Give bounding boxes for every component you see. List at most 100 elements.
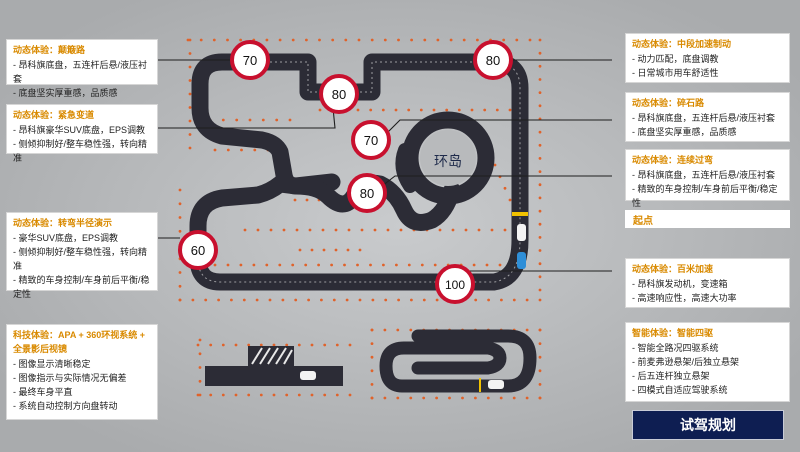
cone-60	[230, 298, 233, 302]
cone-202	[499, 396, 503, 400]
callout-item: - 昂科旗底盘，五连杆后悬/液压衬套	[632, 113, 775, 123]
cone-154	[356, 263, 359, 267]
cone-146	[252, 263, 256, 267]
cone-132	[373, 228, 377, 232]
cone-127	[308, 228, 312, 232]
cone-25	[515, 38, 519, 42]
cone-244	[198, 338, 202, 342]
cone-44	[538, 143, 542, 147]
cone-209	[370, 369, 374, 373]
cone-144	[226, 263, 230, 267]
cone-235	[247, 393, 251, 397]
cone-216	[538, 383, 542, 386]
cone-234	[234, 393, 238, 397]
cone-48	[538, 196, 542, 200]
cone-224	[272, 343, 276, 347]
cone-117	[457, 108, 461, 112]
callout-item: - 底盘坚实厚重感，品质感	[632, 127, 737, 137]
cones	[178, 38, 542, 400]
callout-item: - 侧倾抑制好/整车稳性强，转向精准	[13, 139, 147, 163]
cone-37	[538, 51, 542, 55]
cone-167	[305, 198, 309, 202]
cone-130	[347, 228, 351, 232]
cone-109	[356, 108, 360, 112]
cone-4	[239, 38, 243, 42]
cone-30	[188, 79, 192, 82]
cone-96	[240, 148, 243, 152]
parking-lane	[205, 366, 343, 386]
cone-128	[321, 228, 325, 232]
svg-text:100: 100	[445, 278, 465, 292]
car-parking	[300, 371, 316, 380]
cone-222	[247, 343, 251, 347]
cone-210	[370, 383, 374, 386]
cone-2	[212, 38, 216, 42]
cone-208	[370, 355, 374, 359]
cone-230	[348, 343, 352, 347]
callout-item: - 昂科旗豪华SUV底盘，EPS调教	[13, 125, 146, 135]
cone-93	[178, 298, 182, 302]
cone-129	[334, 228, 338, 232]
cone-80	[487, 298, 490, 302]
cone-124	[269, 228, 273, 232]
cone-71	[371, 298, 375, 302]
cone-114	[419, 108, 423, 112]
cone-8	[291, 38, 295, 42]
cone-58	[204, 298, 208, 302]
cone-46	[538, 170, 542, 174]
cone-52	[538, 249, 542, 252]
cone-13	[357, 38, 361, 42]
cone-50	[538, 222, 542, 226]
cone-29	[188, 65, 192, 69]
cone-211	[370, 396, 374, 400]
callout-item: - 豪华SUV底盘，EPS调教	[13, 233, 119, 243]
cone-176	[346, 248, 350, 252]
cone-201	[486, 396, 490, 400]
cone-97	[253, 148, 257, 152]
cone-243	[348, 393, 352, 397]
cone-105	[288, 118, 292, 122]
cone-76	[435, 298, 439, 302]
cone-252	[493, 163, 497, 167]
cone-255	[508, 198, 512, 202]
cone-232	[209, 393, 213, 397]
cone-227	[310, 343, 314, 347]
cone-145	[239, 263, 243, 267]
cone-148	[278, 263, 282, 267]
callout-accel-brake: 动态体验：中段加速制动 - 动力匹配，底盘调教 - 日常城市用车舒适性	[625, 33, 790, 83]
callout-continuous-corners: 动态体验：连续过弯 - 昂科旗底盘，五连杆后悬/液压衬套 - 精致的车身控制/车…	[625, 149, 790, 208]
cone-137	[438, 228, 442, 232]
speed-sign-100-bottom: 100	[435, 264, 475, 304]
car-white	[517, 224, 526, 241]
cone-32	[188, 106, 192, 109]
cone-194	[396, 396, 400, 400]
callout-item: - 智能全路况四驱系统	[632, 343, 719, 353]
cone-110	[369, 108, 373, 112]
cone-195	[409, 396, 413, 400]
cone-120	[495, 108, 499, 112]
cone-142	[503, 228, 507, 232]
cone-152	[330, 263, 333, 267]
cone-123	[256, 228, 260, 232]
cone-63	[268, 298, 272, 302]
cone-141	[490, 228, 494, 232]
cone-173	[310, 248, 314, 252]
callout-parking-assist: 科技体验：APA + 360环视系统 + 全景影后视镜 - 图像显示清晰稳定 -…	[6, 324, 158, 420]
callout-title: 动态体验：紧急变道	[13, 110, 95, 120]
speed-sign-80-topright: 80	[473, 40, 513, 80]
cone-67	[320, 298, 323, 302]
svg-text:60: 60	[191, 243, 205, 258]
cone-229	[335, 343, 339, 347]
cone-84	[538, 298, 542, 302]
cone-217	[538, 396, 542, 400]
cone-203	[512, 396, 516, 400]
cone-87	[178, 216, 182, 219]
cone-247	[198, 379, 202, 383]
cone-100	[221, 118, 225, 122]
cone-85	[178, 188, 182, 192]
cone-240	[310, 393, 314, 397]
cone-15	[383, 38, 387, 42]
cone-11	[331, 38, 335, 42]
cone-22	[476, 38, 479, 42]
cone-94	[213, 148, 217, 152]
